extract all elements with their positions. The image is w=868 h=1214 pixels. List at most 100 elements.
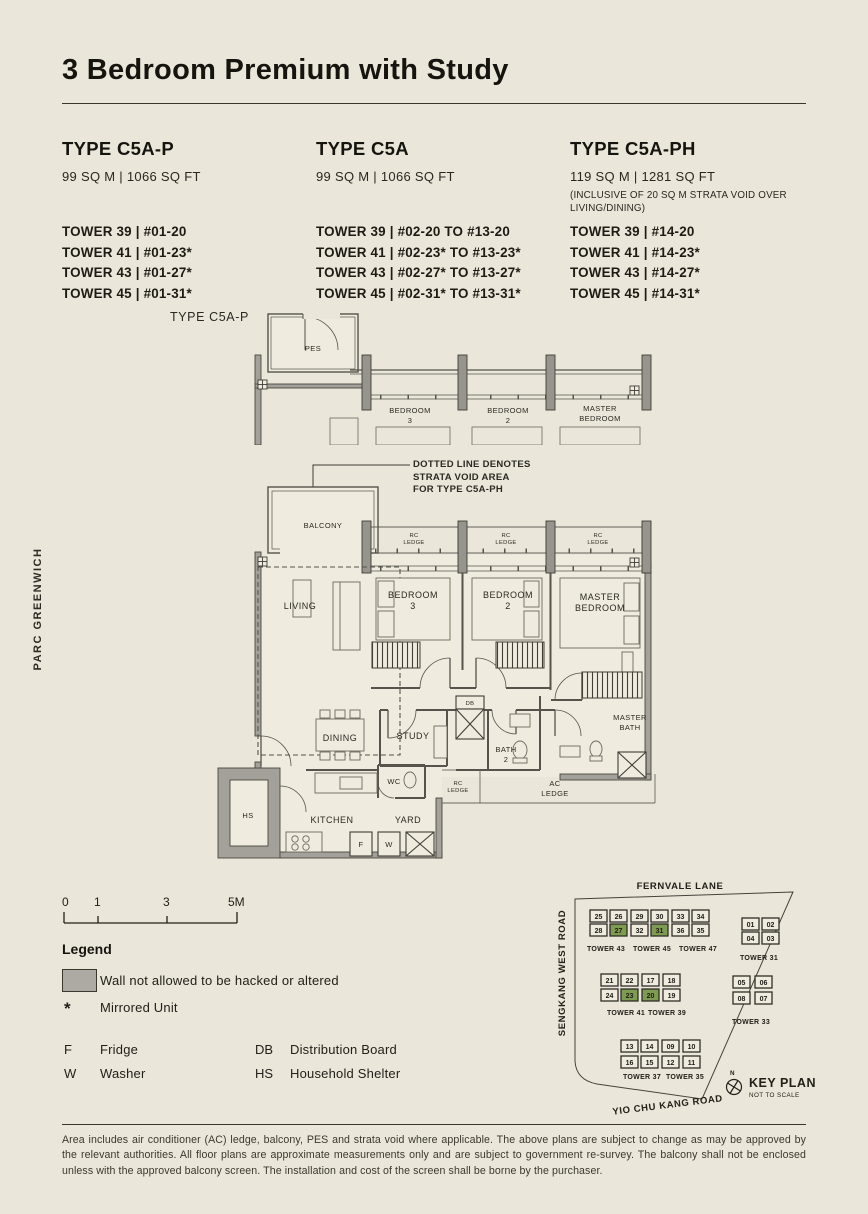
keyplan-unit-box (630, 909, 649, 923)
keyplan-unit-number: 13 (626, 1044, 634, 1051)
room-label-master-bath: MASTER (613, 713, 647, 722)
svg-text:5M: 5M (228, 895, 245, 909)
strata-void-dashed-outline (257, 566, 401, 756)
keyplan-unit-box (600, 973, 619, 987)
fence-line (350, 369, 651, 400)
keyplan-unit-box (741, 917, 760, 931)
keyplan-unit-number: 32 (636, 928, 644, 935)
keyplan-unit-box (691, 923, 710, 937)
keyplan-unit-box (620, 988, 639, 1002)
svg-text:LEDGE: LEDGE (447, 788, 468, 794)
keyplan-unit-box (650, 909, 669, 923)
abbr-val-washer: Washer (100, 1066, 146, 1081)
unit-row: TOWER 45 | #02-31* TO #13-31* (316, 285, 521, 301)
unit-row: TOWER 41 | #14-23* (570, 244, 700, 260)
keyplan-unit-box (641, 988, 660, 1002)
svg-text:1: 1 (94, 895, 101, 909)
abbr-key-w: W (64, 1066, 77, 1081)
keyplan-unit-box (630, 923, 649, 937)
abbr-val-household-shelter: Household Shelter (290, 1066, 401, 1081)
keyplan-tower-label: TOWER 37 (623, 1074, 661, 1081)
svg-text:BEDROOM: BEDROOM (579, 414, 621, 423)
keyplan-tower-label: TOWER 45 (633, 946, 671, 953)
room-label-rc-ledge: RC (594, 533, 603, 539)
room-label-rc-ledge: RC (410, 533, 419, 539)
room-label-bedroom3: BEDROOM (388, 590, 438, 600)
svg-text:LEDGE: LEDGE (541, 789, 568, 798)
keyplan-unit-box (682, 1055, 701, 1069)
page-title: 3 Bedroom Premium with Study (62, 54, 509, 86)
service-shafts (349, 695, 647, 857)
keyplan-tower-label: TOWER 33 (732, 1019, 770, 1026)
legend-mirrored-text: Mirrored Unit (100, 1000, 178, 1015)
unit-row: TOWER 43 | #14-27* (570, 265, 700, 280)
keyplan-title: KEY PLAN (749, 1076, 816, 1090)
svg-text:0: 0 (62, 895, 69, 909)
project-name-vertical: PARC GREENWICH (32, 547, 44, 671)
room-label-kitchen: KITCHEN (310, 815, 353, 825)
keyplan-unit-box (609, 909, 628, 923)
keyplan-unit-number: 11 (688, 1060, 696, 1067)
keyplan-unit-number: 24 (606, 993, 614, 1000)
road-label-fernvale-lane: FERNVALE LANE (637, 881, 724, 892)
keyplan-unit-number: 25 (595, 914, 603, 921)
type-name: TYPE C5A (316, 138, 409, 159)
keyplan-unit-number: 26 (615, 914, 623, 921)
keyplan-unit-box (732, 975, 751, 989)
type-name: TYPE C5A-PH (570, 138, 696, 159)
unit-row: TOWER 41 | #01-23* (62, 244, 192, 260)
unit-list: TOWER 39 | #01-20 TOWER 41 | #01-23* TOW… (62, 222, 192, 304)
keyplan-unit-box (589, 909, 608, 923)
unit-row: TOWER 39 | #14-20 (570, 224, 695, 239)
keyplan-unit-box (741, 931, 760, 945)
type-name: TYPE C5A-P (62, 138, 174, 159)
room-label-db: DB (466, 701, 475, 707)
keyplan-unit-number: 05 (738, 980, 746, 987)
type-note: (INCLUSIVE OF 20 SQ M STRATA VOID OVER L… (570, 190, 787, 214)
room-label-pes: PES (305, 344, 321, 353)
room-label-bedroom2: BEDROOM (483, 590, 533, 600)
room-label-hs: HS (242, 811, 253, 820)
type-area: 119 SQ M | 1281 SQ FT (570, 169, 716, 184)
north-label: N (730, 1070, 735, 1077)
keyplan-unit-number: 16 (626, 1060, 634, 1067)
title-divider (62, 103, 806, 104)
keyplan-unit-box (732, 991, 751, 1005)
type-column-c5a-ph: TYPE C5A-PH 119 SQ M | 1281 SQ FT (INCLU… (570, 138, 820, 301)
household-shelter-room (229, 779, 269, 847)
pes-gate-opening (303, 312, 340, 319)
svg-text:BATH: BATH (619, 723, 640, 732)
abbr-val-fridge: Fridge (100, 1042, 139, 1057)
keyplan-tower-label: TOWER 47 (679, 946, 717, 953)
keyplan-unit-number: 34 (697, 914, 705, 921)
unit-row: TOWER 41 | #02-23* TO #13-23* (316, 244, 521, 260)
keyplan-unit-number: 33 (677, 914, 685, 921)
keyplan-unit-number: 17 (647, 978, 655, 985)
svg-text:LEDGE: LEDGE (495, 540, 516, 546)
keyplan-unit-box (754, 991, 773, 1005)
road-label-sengkang-west-road: SENGKANG WEST ROAD (557, 910, 568, 1036)
ledge-boundaries (442, 769, 656, 804)
keyplan-unit-box (761, 931, 780, 945)
keyplan-unit-box (589, 923, 608, 937)
keyplan-tower-label: TOWER 31 (740, 955, 778, 962)
legend-heading: Legend (62, 941, 112, 957)
room-label-living: LIVING (284, 601, 317, 611)
legend-wall-swatch (62, 969, 97, 992)
unit-list: TOWER 39 | #02-20 TO #13-20 TOWER 41 | #… (316, 222, 521, 304)
keyplan-unit-number: 10 (688, 1044, 696, 1051)
variant-plan-label: TYPE C5A-P (170, 310, 249, 324)
keyplan-unit-box (620, 973, 639, 987)
road-label-yio-chu-kang-road: YIO CHU KANG ROAD (612, 1093, 724, 1117)
keyplan-unit-box (640, 1039, 659, 1053)
svg-text:3: 3 (163, 895, 170, 909)
keyplan-unit-number: 22 (626, 978, 634, 985)
unit-list: TOWER 39 | #14-20 TOWER 41 | #14-23* TOW… (570, 222, 700, 304)
keyplan-unit-number: 36 (677, 928, 685, 935)
type-column-c5a-p: TYPE C5A-P 99 SQ M | 1066 SQ FT TOWER 39… (62, 138, 312, 301)
keyplan-unit-number: 01 (747, 922, 755, 929)
room-label-master-bedroom: MASTER (583, 404, 617, 413)
north-compass-icon (725, 1078, 743, 1096)
keyplan-unit-number: 27 (615, 928, 623, 935)
